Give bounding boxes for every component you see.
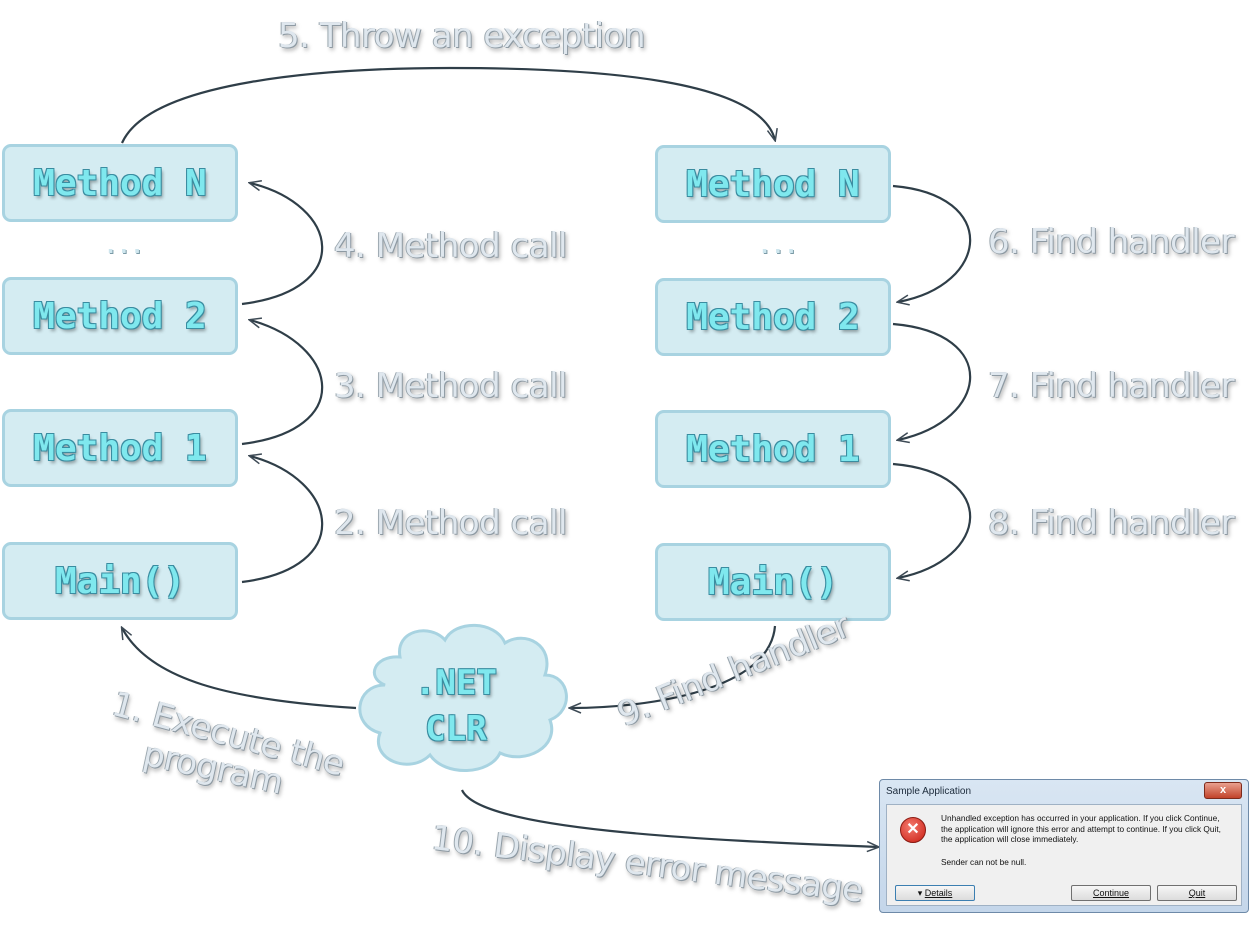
label-step4: 4. Method call [334, 226, 568, 266]
close-icon: x [1219, 784, 1227, 796]
dialog-title: Sample Application [886, 786, 972, 797]
arrow-find-m1-to-main [892, 462, 972, 578]
label-step5: 5. Throw an exception [278, 16, 646, 56]
dialog-close-button[interactable]: x [1204, 782, 1242, 799]
quit-button-label: Quit [1188, 888, 1206, 898]
chevron-down-icon: ▾ [917, 888, 923, 898]
arrow-call-m2-to-mn [241, 183, 324, 306]
right-method-2-box: Method 2 [655, 278, 891, 356]
left-stack-ellipsis: ... [104, 234, 144, 259]
details-button-label: Details [924, 888, 953, 898]
arrow-find-mn-to-m2 [892, 184, 972, 302]
left-method-1-box: Method 1 [2, 409, 238, 487]
label-step8: 8. Find handler [988, 503, 1235, 543]
arrow-execute-program [122, 628, 357, 710]
arrow-call-m1-to-m2 [241, 320, 324, 446]
label-step3: 3. Method call [334, 366, 568, 406]
left-main-box: Main() [2, 542, 238, 620]
arrow-find-main-to-clr [570, 625, 777, 708]
clr-line-clr: CLR [425, 709, 487, 749]
details-button[interactable]: ▾ Details [895, 885, 975, 901]
label-step7: 7. Find handler [988, 366, 1235, 406]
label-step6: 6. Find handler [988, 222, 1235, 262]
arrow-display-error [460, 789, 878, 847]
clr-cloud [358, 623, 568, 772]
clr-cloud-label: .NET CLR [385, 660, 527, 752]
error-dialog: Sample Application x ✕ Unhandled excepti… [879, 779, 1249, 913]
continue-button[interactable]: Continue [1071, 885, 1151, 901]
dialog-detail: Sender can not be null. [941, 857, 1027, 867]
label-step2: 2. Method call [334, 503, 568, 543]
right-main-box: Main() [655, 543, 891, 621]
right-method-1-box: Method 1 [655, 410, 891, 488]
arrow-find-m2-to-m1 [892, 322, 972, 440]
continue-button-label: Continue [1092, 888, 1130, 898]
error-icon: ✕ [900, 817, 926, 843]
arrow-throw-exception [120, 66, 775, 144]
right-method-n-box: Method N [655, 145, 891, 223]
arrow-call-main-to-m1 [241, 456, 324, 584]
quit-button[interactable]: Quit [1157, 885, 1237, 901]
dialog-message: Unhandled exception has occurred in your… [941, 813, 1221, 844]
dialog-body: ✕ Unhandled exception has occurred in yo… [886, 804, 1242, 906]
left-method-2-box: Method 2 [2, 277, 238, 355]
left-method-n-box: Method N [2, 144, 238, 222]
right-stack-ellipsis: ... [758, 234, 798, 259]
clr-line-net: .NET [415, 663, 497, 703]
